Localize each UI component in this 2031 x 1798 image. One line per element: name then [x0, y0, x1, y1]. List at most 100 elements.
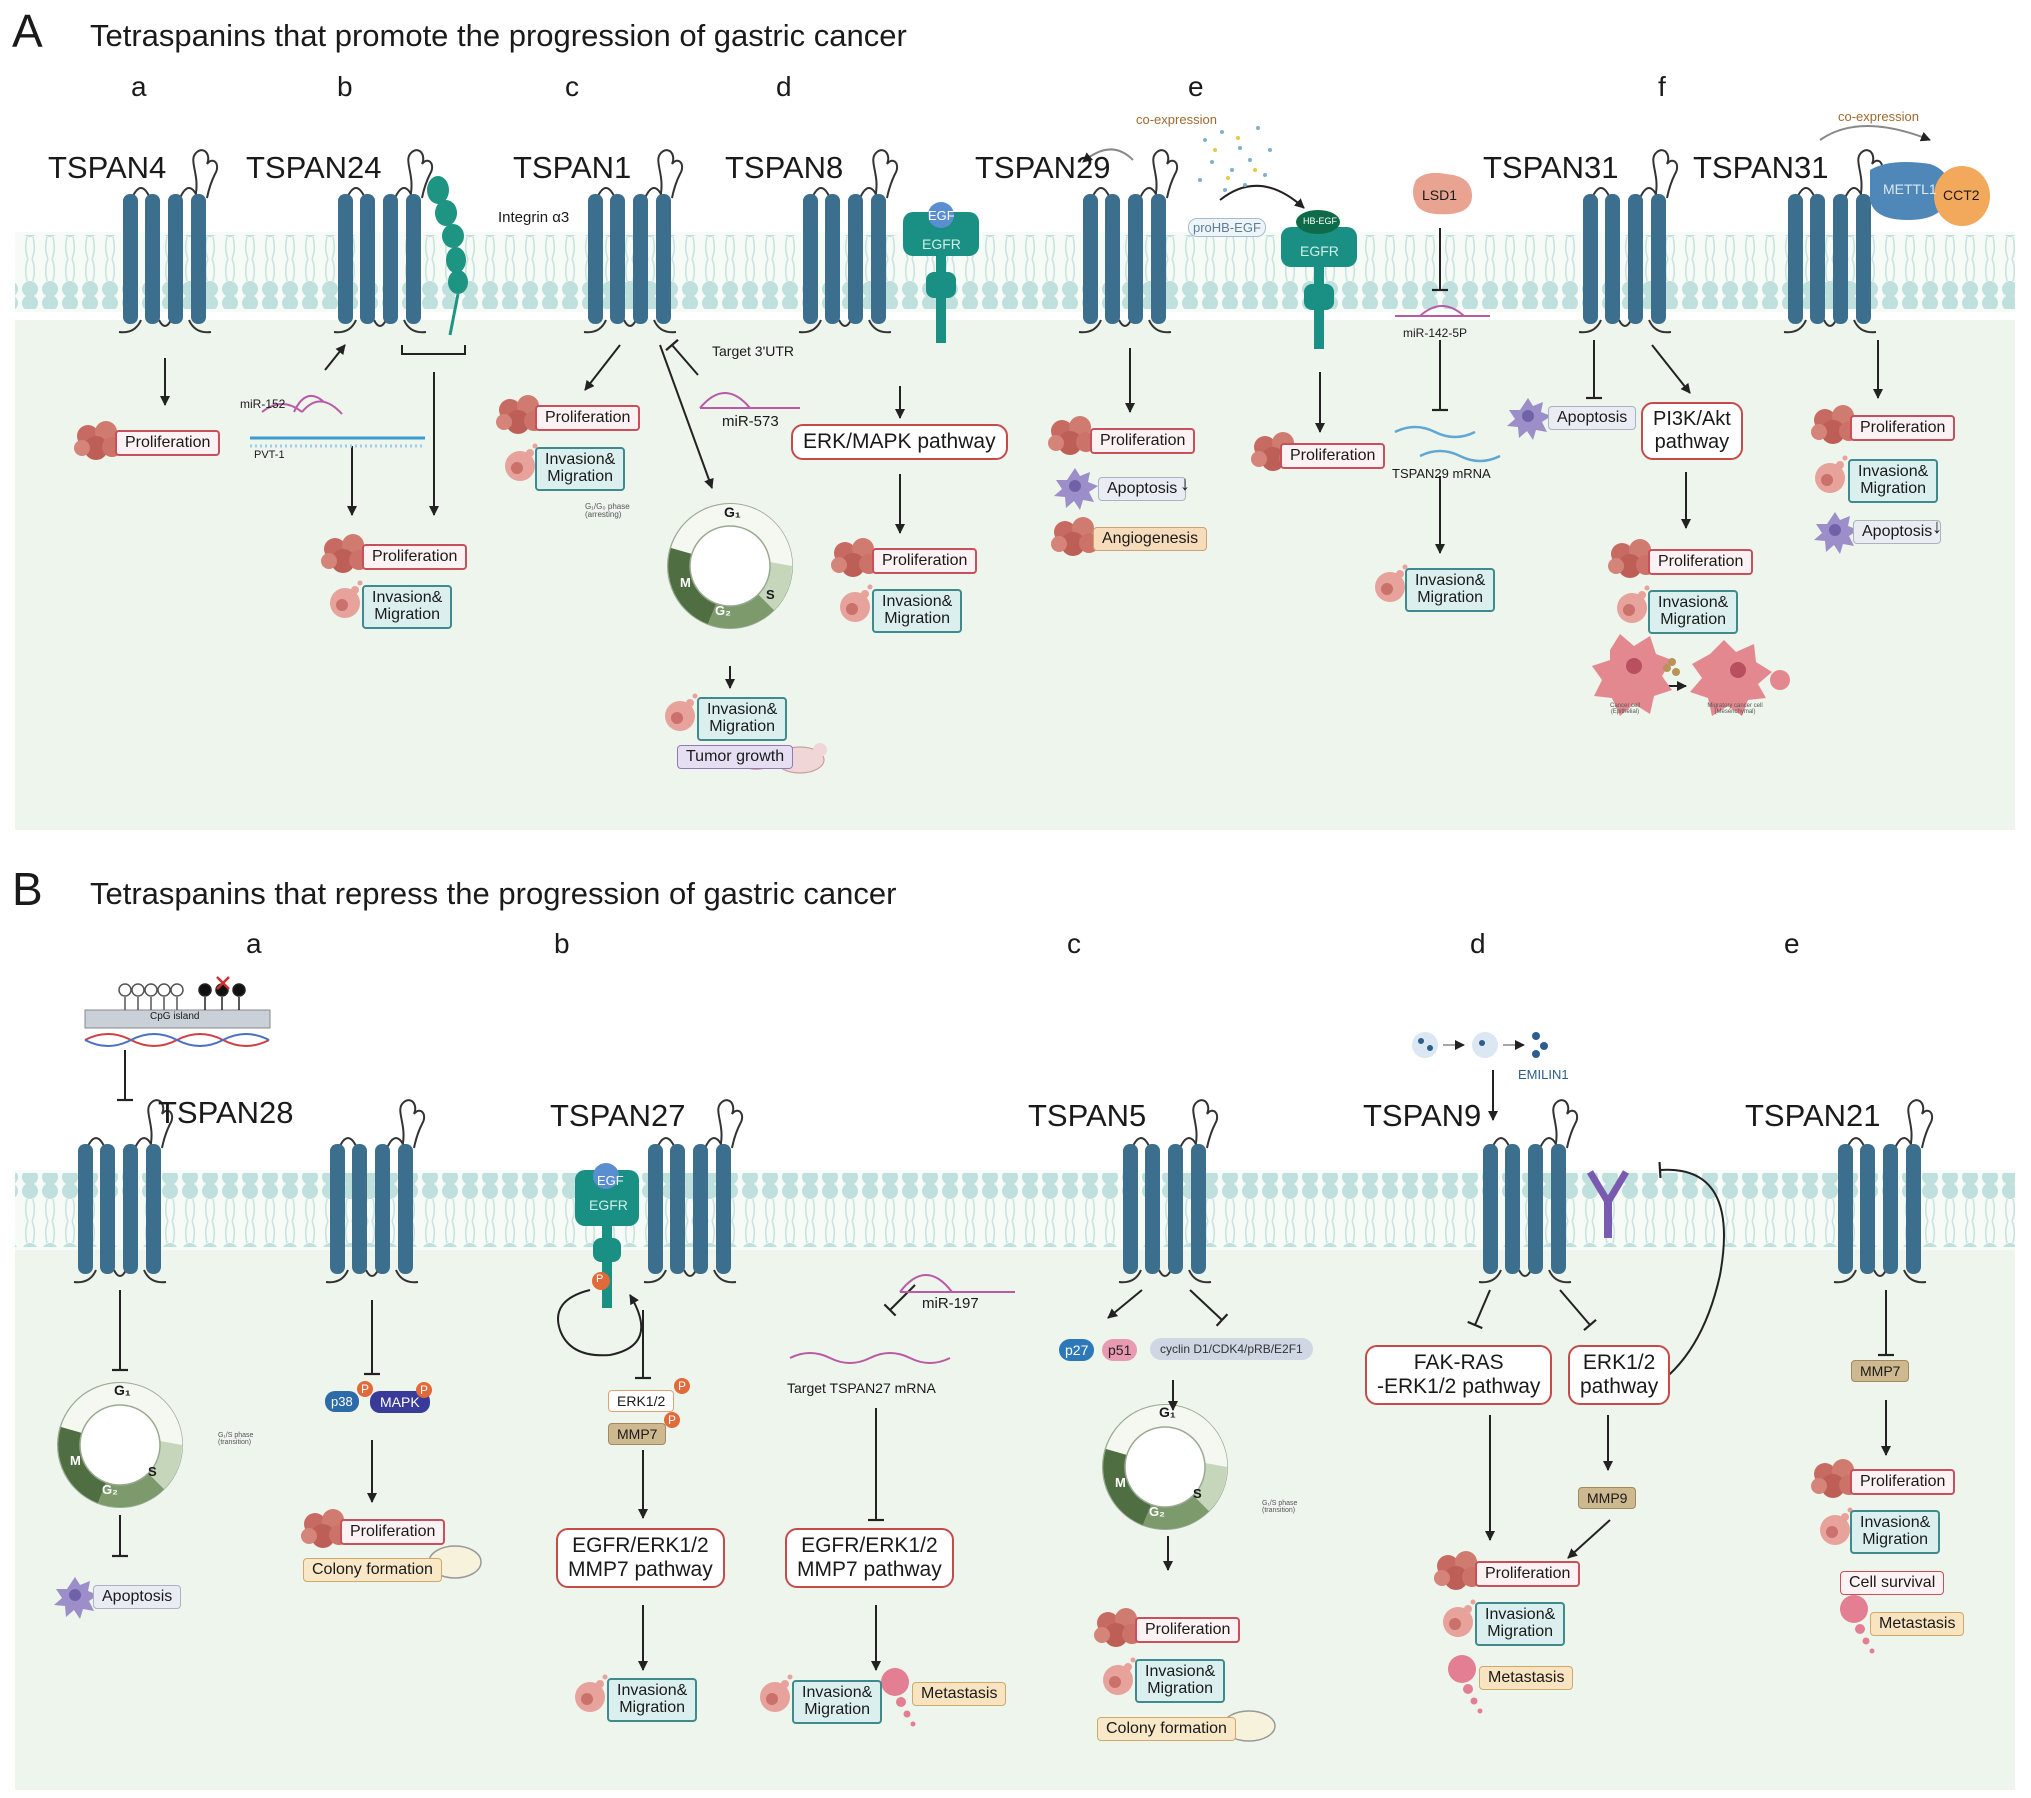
pvt1-label: PVT-1	[254, 449, 285, 461]
tspan27-label: TSPAN27	[550, 1098, 686, 1133]
b-b2-invasion: Invasion&Migration	[792, 1680, 883, 1724]
cycle-b-g2: G₂	[102, 1482, 118, 1497]
mir152-label: miR-152	[240, 397, 286, 411]
coexpression-label-f: co-expression	[1838, 109, 1919, 124]
cycle-b-s: S	[148, 1464, 157, 1479]
a-c-invasion: Invasion&Migration	[535, 447, 626, 491]
a-a-proliferation: Proliferation	[115, 430, 221, 456]
b-d-invasion: Invasion&Migration	[1475, 1602, 1566, 1646]
down-arrow-icon: ↓	[1180, 473, 1190, 495]
tspan4-label: TSPAN4	[48, 150, 167, 185]
cycle-s-label: S	[766, 587, 775, 602]
a-f2-invasion: Invasion&Migration	[1848, 459, 1939, 503]
egfr-receptor-b	[575, 1163, 639, 1308]
fak-l2: -ERK1/2 pathway	[1377, 1375, 1541, 1399]
panel-b-sub-e: e	[1784, 928, 1800, 959]
mapk-label: MAPK	[370, 1391, 430, 1413]
egfr-path-l2: MMP7 pathway	[568, 1558, 713, 1582]
coexpression-label-e: co-expression	[1136, 112, 1217, 127]
inv-l2: Migration	[547, 467, 614, 485]
b-b-invasion: Invasion&Migration	[607, 1678, 698, 1722]
tspan31-label-1: TSPAN31	[1483, 150, 1619, 185]
egfr-receptor-d	[903, 202, 979, 343]
cycle-b-m: M	[70, 1453, 81, 1468]
b-a-proliferation: Proliferation	[340, 1519, 446, 1545]
inv-l2: Migration	[1147, 1679, 1214, 1697]
pi3k-line-2: pathway	[1654, 431, 1730, 453]
egf-label-d: EGF	[928, 208, 955, 223]
hbegf-label: HB-EGF	[1303, 216, 1338, 226]
emilin1-label: EMILIN1	[1518, 1067, 1569, 1082]
a-e-proliferation: Proliferation	[1090, 428, 1196, 454]
b-c-proliferation: Proliferation	[1135, 1617, 1241, 1643]
panel-b-sub-c: c	[1067, 928, 1081, 959]
a-d-invasion: Invasion&Migration	[872, 589, 963, 633]
b-e-cell-survival: Cell survival	[1840, 1571, 1945, 1595]
tspan1-label: TSPAN1	[513, 150, 632, 185]
inv-l1: Invasion&	[372, 589, 443, 606]
inv-l1: Invasion&	[882, 593, 953, 610]
a-d-proliferation: Proliferation	[872, 548, 978, 574]
panel-a-title: Tetraspanins that promote the progressio…	[90, 18, 907, 53]
egf-label-b: EGF	[597, 1173, 624, 1188]
a-e-apoptosis: Apoptosis	[1098, 477, 1187, 501]
inv-l1: Invasion&	[1658, 594, 1729, 611]
p27-label: p27	[1059, 1339, 1095, 1361]
a-e2-proliferation: Proliferation	[1280, 443, 1386, 469]
panel-b-title: Tetraspanins that repress the progressio…	[90, 876, 897, 911]
inv-l2: Migration	[374, 605, 441, 623]
tspan24-label: TSPAN24	[246, 150, 382, 185]
g1g0-label: G₁/G₀ phase (arresting)	[585, 502, 630, 519]
tspan9-label: TSPAN9	[1363, 1098, 1482, 1133]
fak-l1: FAK-RAS	[1413, 1351, 1504, 1374]
inv-l2: Migration	[1860, 479, 1927, 497]
inv-l2: Migration	[884, 609, 951, 627]
prohbegf-label: proHB-EGF	[1188, 218, 1266, 237]
pi3k-line-1: PI3K/Akt	[1653, 408, 1731, 430]
cycle-g2-label: G₂	[715, 603, 731, 618]
tspan29-label: TSPAN29	[975, 150, 1111, 185]
integrin-label: Integrin α3	[498, 209, 570, 226]
a-e2-invasion: Invasion&Migration	[1405, 568, 1496, 612]
inv-l2: Migration	[1660, 610, 1727, 628]
erk12-box: ERK1/2	[608, 1390, 675, 1412]
g1s-label-c: G₁/S phase (transition)	[1262, 1500, 1298, 1514]
mir197-label: miR-197	[922, 1295, 979, 1312]
b-c-invasion: Invasion&Migration	[1135, 1659, 1226, 1703]
egfr-path-l1: EGFR/ERK1/2	[801, 1534, 938, 1557]
b-d-metastasis: Metastasis	[1479, 1666, 1574, 1690]
target-3utr-label: Target 3'UTR	[712, 343, 795, 359]
cycle-c-g2: G₂	[1149, 1504, 1165, 1519]
g1s-label-a: G₁/S phase (transition)	[218, 1432, 254, 1446]
a-f2-apoptosis: Apoptosis	[1853, 520, 1942, 544]
b-c-colony: Colony formation	[1097, 1717, 1236, 1741]
tspan21-label: TSPAN21	[1745, 1098, 1881, 1133]
panel-a-sub-b: b	[337, 71, 353, 102]
cct2-label: CCT2	[1943, 187, 1980, 203]
a-b-proliferation: Proliferation	[362, 544, 468, 570]
inv-l2: Migration	[619, 1698, 686, 1716]
mir142-label: miR-142-5P	[1403, 326, 1468, 340]
erkpath-l1: ERK1/2	[1582, 1351, 1656, 1374]
cycle-c-g1: G₁	[1159, 1404, 1176, 1420]
panel-b-letter: B	[12, 863, 43, 915]
inv-l1: Invasion&	[1415, 572, 1486, 589]
pi3k-akt-pathway: PI3K/Akt pathway	[1641, 402, 1743, 460]
inv-l1: Invasion&	[802, 1684, 873, 1701]
a-f2-proliferation: Proliferation	[1850, 415, 1956, 441]
tspan5-label: TSPAN5	[1028, 1098, 1147, 1133]
phospho-icon: P	[596, 1273, 604, 1285]
p51-label: p51	[1102, 1339, 1138, 1361]
cpg-label: CpG island	[150, 1011, 200, 1022]
a-c-tumor-growth: Tumor growth	[677, 745, 794, 769]
a-f-proliferation: Proliferation	[1648, 549, 1754, 575]
panel-a-sub-d: d	[776, 71, 792, 102]
emt-left-label: Cancer cell (Epithelial)	[1609, 703, 1640, 715]
cyclin-label: cyclin D1/CDK4/pRB/E2F1	[1150, 1338, 1313, 1360]
mmp7-box-e: MMP7	[1851, 1360, 1910, 1382]
panel-a-sub-c: c	[565, 71, 579, 102]
